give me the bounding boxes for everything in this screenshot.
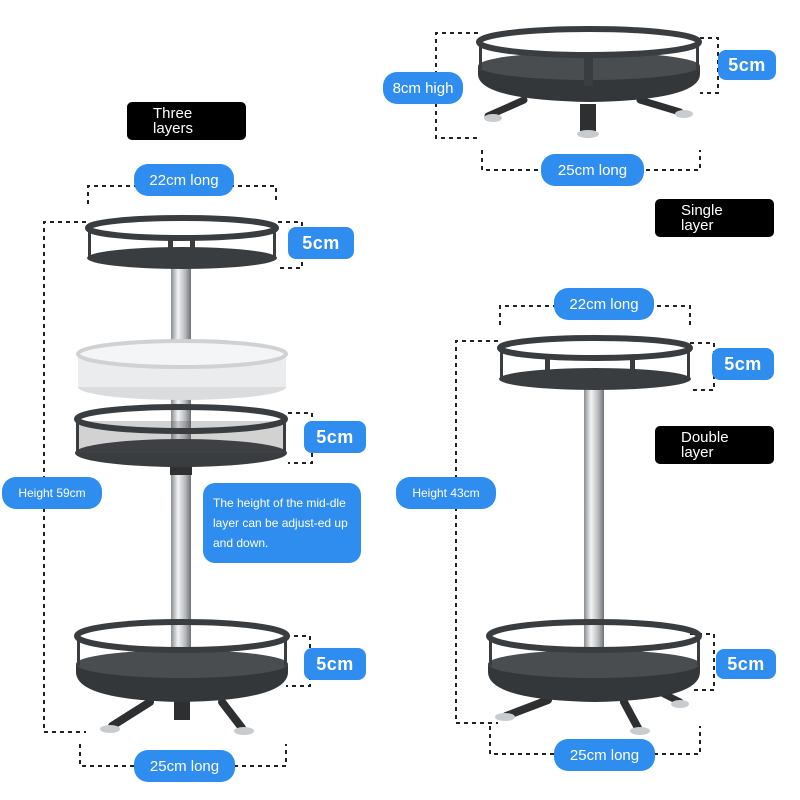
double-height-label: Height 43cm <box>396 477 496 509</box>
double-top-width-label: 22cm long <box>554 288 654 320</box>
double-top-tier-height-label: 5cm <box>712 348 774 380</box>
three-height-label: Height 59cm <box>2 477 102 509</box>
three-middle-tier-height-label: 5cm <box>304 421 366 453</box>
single-layer-tag: Single layer <box>655 199 774 237</box>
double-layer-tag: Double layer <box>655 426 774 464</box>
double-layer-rack <box>486 335 702 735</box>
three-bottom-width-label: 25cm long <box>134 750 235 782</box>
adjustable-layer-note: The height of the mid-dle layer can be a… <box>203 483 361 563</box>
three-layer-rack <box>74 215 290 735</box>
single-layer-rack <box>476 26 702 138</box>
single-tier-height-label: 5cm <box>718 50 776 80</box>
single-height-label: 8cm high <box>383 72 463 104</box>
three-top-tier-height-label: 5cm <box>288 227 354 259</box>
three-top-width-label: 22cm long <box>134 164 234 196</box>
double-bottom-width-label: 25cm long <box>554 739 655 771</box>
single-width-label: 25cm long <box>541 154 644 186</box>
double-bottom-tier-height-label: 5cm <box>716 649 776 679</box>
three-layer-tag: Three layers <box>127 102 246 140</box>
three-bottom-tier-height-label: 5cm <box>304 648 366 680</box>
